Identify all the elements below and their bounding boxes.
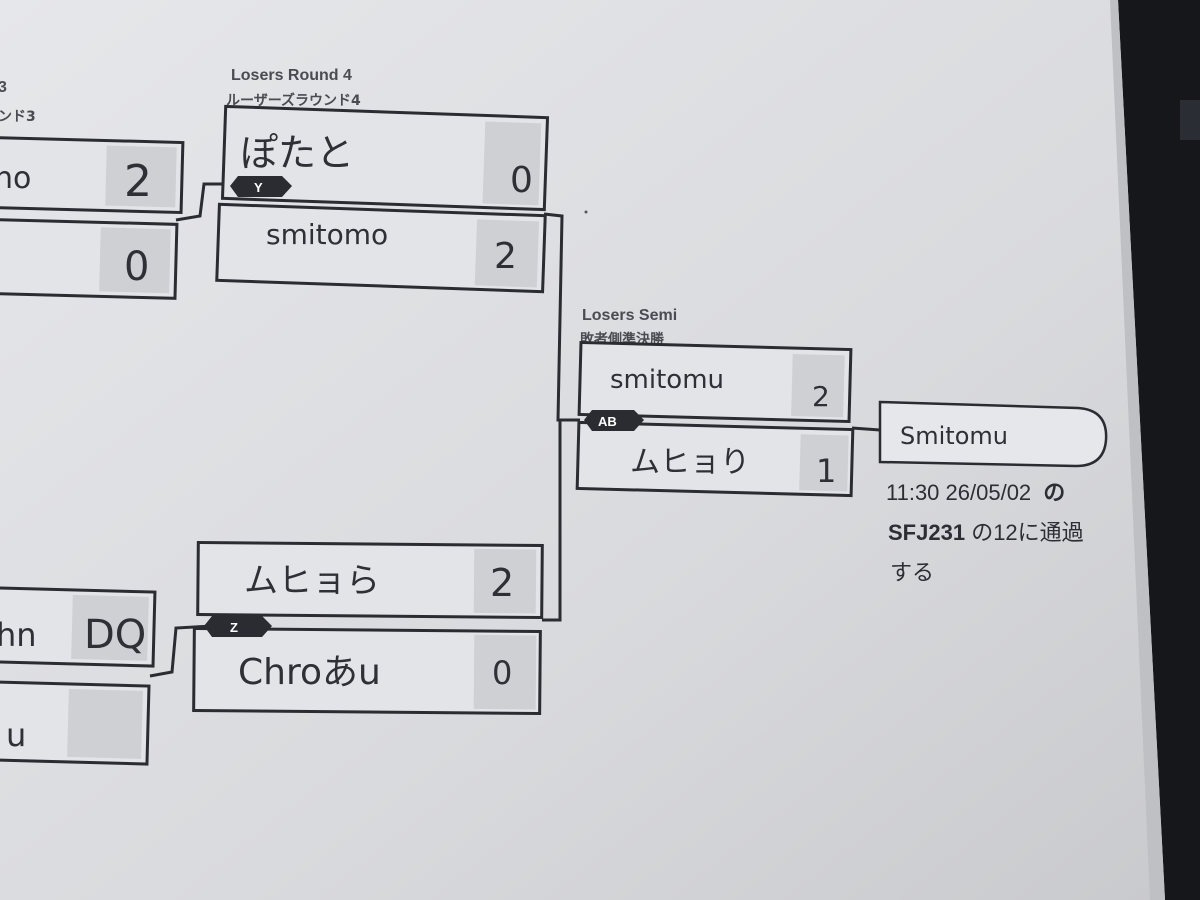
left-top-player-score: 2: [124, 156, 152, 207]
match-y-player1-score: 0: [510, 160, 533, 201]
match-ab-player2-name: ムヒョり: [630, 445, 750, 480]
match-z-player1-score: 2: [490, 561, 514, 605]
advance-winner-name: Smitomu: [900, 422, 1008, 450]
match-z: ムヒョら 2 Chroあu 0: [192, 540, 544, 716]
match-y-player1-name: ぽたと: [240, 131, 354, 175]
round-label-left-top: 3: [0, 79, 7, 96]
round-label-losers-round-4-jp: ルーザーズラウンド4: [226, 92, 361, 109]
match-ab-player2-score: 1: [816, 452, 836, 490]
left-second-player-score: 0: [124, 244, 149, 290]
advance-line-2: SFJ231 の12に通過: [888, 520, 1084, 545]
match-y-tag: Y: [230, 176, 292, 197]
advance-code: SFJ231: [888, 520, 965, 545]
left-match-top: no 2 0: [0, 135, 185, 300]
match-ab: smitomu 2 ムヒョり 1: [575, 340, 855, 498]
connector-z-to-semi: [542, 420, 562, 622]
match-z-tag-label: Z: [230, 620, 238, 635]
connector-y-to-semi: [543, 212, 580, 422]
match-y-tag-label: Y: [254, 180, 263, 195]
advance-line-3: する: [890, 560, 934, 585]
background-object: [1180, 100, 1200, 140]
match-ab-player1-name: smitomu: [610, 365, 724, 395]
match-y-player2-score: 2: [494, 236, 517, 277]
round-label-left: ンド3: [0, 109, 36, 125]
advance-destination: の12に通過: [971, 520, 1083, 545]
match-y: ぽたと 0 smitomo 2: [215, 104, 550, 294]
advance-time: 11:30 26/05/02: [886, 480, 1031, 505]
left-match-bottom: hn DQ u: [0, 586, 157, 766]
left-fourth-player-name: u: [6, 716, 26, 754]
match-z-player1-name: ムヒョら: [244, 561, 380, 601]
match-ab-tag: AB: [584, 410, 644, 431]
match-ab-player1-score: 2: [812, 380, 830, 413]
left-top-player-name: no: [0, 161, 31, 196]
paper-speck: [584, 210, 588, 214]
advance-line-1: 11:30 26/05/02 の: [886, 480, 1065, 505]
round-label-losers-semi: Losers Semi: [582, 307, 677, 324]
left-third-player-score: DQ: [84, 612, 146, 658]
connector-semi-to-advance: [851, 426, 881, 432]
connector-left-top: [175, 182, 236, 222]
match-ab-tag-label: AB: [598, 414, 617, 429]
advance-no: の: [1043, 480, 1065, 505]
advance-box: Smitomu: [878, 400, 1108, 468]
paper-edge-shadow: [1110, 0, 1165, 900]
match-z-player2-score: 0: [492, 654, 512, 692]
round-label-losers-round-4: Losers Round 4: [231, 67, 352, 84]
match-z-player2-name: Chroあu: [238, 652, 381, 693]
left-third-player-name: hn: [0, 616, 37, 654]
match-y-player2-name: smitomo: [266, 218, 388, 251]
match-z-tag: Z: [204, 616, 272, 637]
